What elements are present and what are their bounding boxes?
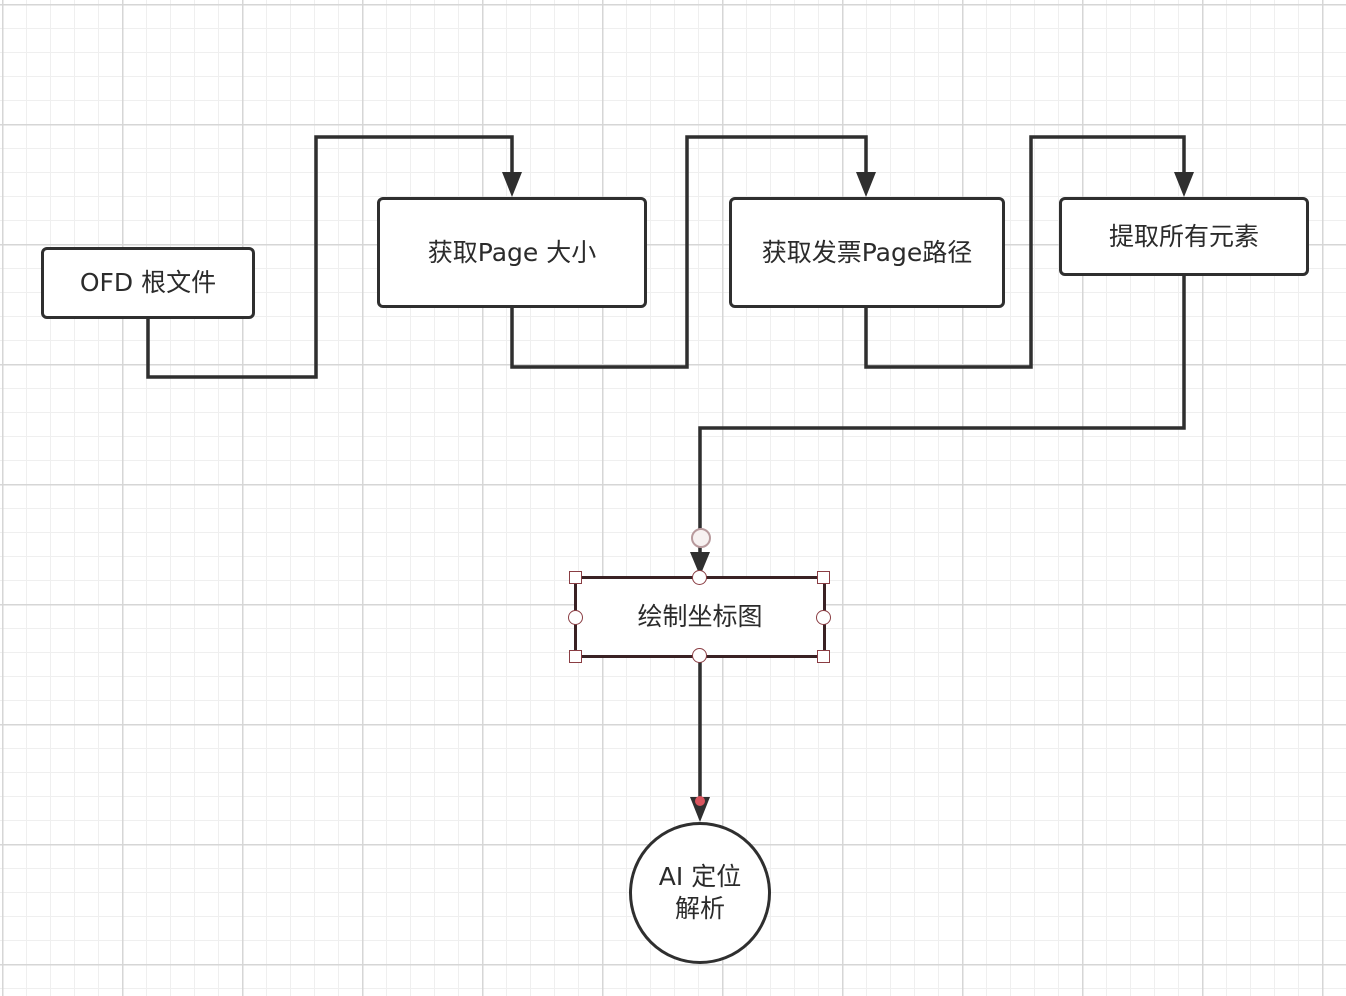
arrowhead-extract-elements <box>1174 172 1194 197</box>
arrowhead-draw-coords <box>690 552 710 576</box>
node-ai-locate-label: AI 定位 解析 <box>658 862 742 923</box>
edge-extract-elements-to-draw-coords[interactable] <box>698 275 1186 555</box>
node-extract-elements[interactable]: 提取所有元素 <box>1059 197 1309 276</box>
edge-ofd-root-to-page-size[interactable] <box>146 135 514 379</box>
arrowhead-page-size <box>502 172 522 197</box>
node-page-size[interactable]: 获取Page 大小 <box>377 197 647 308</box>
edge-page-size-to-invoice-page-path[interactable] <box>510 135 868 369</box>
resize-handle-top-right[interactable] <box>817 571 830 584</box>
node-invoice-page-path[interactable]: 获取发票Page路径 <box>729 197 1005 308</box>
resize-handle-top-left[interactable] <box>569 571 582 584</box>
connection-point-top[interactable] <box>692 570 707 585</box>
edge-invoice-page-path-to-extract-elements[interactable] <box>864 135 1186 369</box>
node-draw-coords[interactable]: 绘制坐标图 <box>574 576 826 658</box>
edge-endpoint-marker[interactable] <box>691 528 711 548</box>
connection-point-right[interactable] <box>816 610 831 625</box>
resize-handle-bottom-left[interactable] <box>569 650 582 663</box>
edge-endpoint-dot[interactable] <box>695 796 705 806</box>
node-ofd-root[interactable]: OFD 根文件 <box>41 247 255 319</box>
arrowhead-invoice-page-path <box>856 172 876 197</box>
node-draw-coords-label: 绘制坐标图 <box>637 602 763 631</box>
node-page-size-label: 获取Page 大小 <box>427 237 597 267</box>
node-ofd-root-label: OFD 根文件 <box>79 268 217 297</box>
connection-point-left[interactable] <box>568 610 583 625</box>
connection-point-bottom[interactable] <box>692 648 707 663</box>
node-invoice-page-path-label: 获取发票Page路径 <box>761 237 973 267</box>
node-extract-elements-label: 提取所有元素 <box>1108 221 1259 251</box>
node-ai-locate[interactable]: AI 定位 解析 <box>629 822 771 964</box>
resize-handle-bottom-right[interactable] <box>817 650 830 663</box>
